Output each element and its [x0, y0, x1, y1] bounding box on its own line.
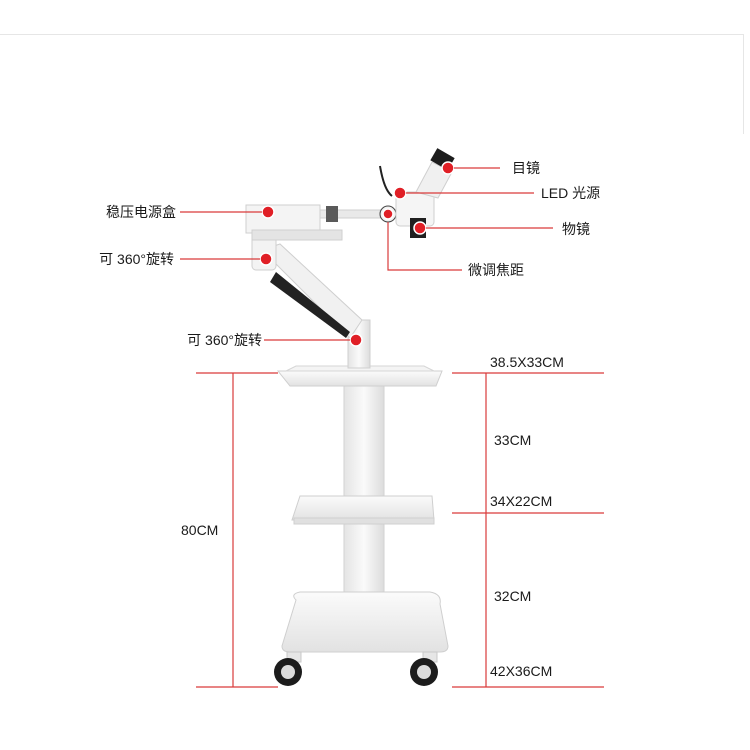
- lower-gap-dimension: 32CM: [494, 588, 531, 604]
- eyepiece-label: 目镜: [512, 160, 540, 176]
- focus-label: 微调焦距: [468, 262, 524, 278]
- total-height-dimension: 80CM: [181, 522, 218, 538]
- lower-rotation-label: 可 360°旋转: [187, 332, 262, 348]
- top-tray: [276, 370, 443, 387]
- part-labels: 目镜 LED 光源 物镜 稳压电源盒 可 360°旋转 微调焦距 可 360°旋…: [99, 160, 600, 348]
- objective-label: 物镜: [562, 221, 590, 237]
- dimension-lines: [196, 372, 604, 688]
- upper-rotation-dot: [259, 252, 273, 266]
- objective-dot: [413, 221, 427, 235]
- cart-base: [281, 591, 449, 653]
- focus-dot: [382, 208, 394, 220]
- upper-rotation-label: 可 360°旋转: [99, 251, 174, 267]
- lower-rotation-dot: [349, 333, 363, 347]
- left-wheel: [274, 651, 302, 686]
- cart: [274, 365, 449, 686]
- callout-lines: [180, 167, 553, 341]
- led-dot: [393, 186, 407, 200]
- dimension-labels: 38.5X33CM 33CM 34X22CM 32CM 42X36CM 80CM: [181, 354, 564, 679]
- top-frame-line: [0, 34, 744, 35]
- power-box: [245, 204, 321, 234]
- middle-tray: [291, 495, 435, 521]
- power-box-dot: [261, 205, 275, 219]
- cart-pole: [343, 377, 385, 611]
- microscope-assembly: [245, 148, 455, 369]
- eyepiece-dot: [441, 161, 455, 175]
- base-dimension: 42X36CM: [490, 663, 552, 679]
- right-wheel: [410, 651, 438, 686]
- middle-tray-dimension: 34X22CM: [490, 493, 552, 509]
- power-box-label: 稳压电源盒: [106, 204, 176, 220]
- top-tray-dimension: 38.5X33CM: [490, 354, 564, 370]
- right-frame-line: [743, 34, 744, 134]
- articulated-arm: [261, 243, 363, 339]
- indicator-dots: [259, 161, 455, 347]
- led-light-label: LED 光源: [541, 185, 600, 201]
- upper-gap-dimension: 33CM: [494, 432, 531, 448]
